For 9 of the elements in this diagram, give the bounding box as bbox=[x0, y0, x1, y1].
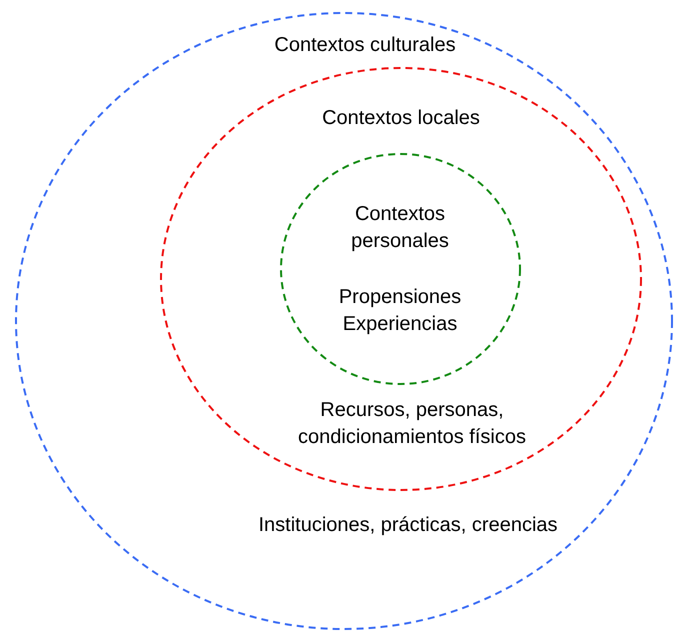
dashed-circle bbox=[15, 12, 673, 630]
context-description: Recursos, personas, condicionamientos físicos bbox=[297, 398, 527, 450]
dashed-circle bbox=[160, 67, 642, 491]
dashed-circle bbox=[280, 153, 521, 385]
context-title: Contextos culturales bbox=[273, 33, 457, 58]
context-title: Contextos locales bbox=[321, 106, 481, 131]
context-description: Instituciones, prácticas, creencias bbox=[257, 513, 559, 538]
context-description: Propensiones Experiencias bbox=[338, 285, 462, 337]
context-title: Contextos personales bbox=[350, 202, 450, 254]
